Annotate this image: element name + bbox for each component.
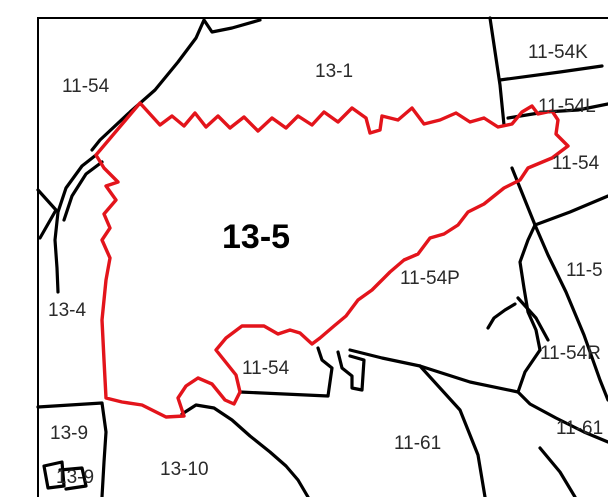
label-11-54-center: 11-54 (242, 358, 290, 379)
label-13-9-southwest: 13-9 (56, 467, 94, 488)
label-11-54r: 11-54R (540, 343, 601, 364)
boundary-11-54p-notch (516, 296, 550, 342)
boundary-ne-k (498, 64, 604, 82)
boundary-se-lower (538, 446, 577, 497)
boundary-southwest-13-9-box (42, 460, 66, 490)
boundary-southwest-13-9-box2 (58, 466, 88, 491)
label-13-10: 13-10 (160, 459, 209, 480)
label-11-54p: 11-54P (400, 268, 460, 289)
label-11-61-east: 11-61 (556, 418, 603, 439)
label-11-54k: 11-54K (528, 42, 588, 63)
boundary-west-road-inner (62, 160, 104, 222)
label-13-1: 13-1 (315, 61, 353, 82)
label-11-54-nw: 11-54 (62, 76, 110, 97)
label-13-9: 13-9 (50, 423, 88, 444)
boundary-west-stub (36, 188, 58, 240)
map-frame-border (37, 17, 608, 497)
boundary-south-road (348, 348, 520, 394)
boundary-ne-l (506, 102, 608, 120)
label-13-4: 13-4 (48, 300, 86, 321)
boundary-south-coast (180, 403, 310, 497)
boundary-west-road (53, 153, 98, 294)
parcel-boundaries (36, 16, 608, 497)
label-13-5-highlighted: 13-5 (222, 218, 290, 256)
boundary-east-inner (518, 223, 542, 352)
parcel-13-5-outline[interactable] (94, 101, 570, 419)
boundary-se (516, 348, 608, 444)
boundary-north-divider (488, 16, 506, 127)
label-11-54-east: 11-54 (552, 153, 600, 174)
label-11-61: 11-61 (394, 433, 441, 454)
boundary-center-box (336, 350, 366, 392)
label-11-5x: 11-5 (566, 260, 603, 281)
boundary-south-coast-east (418, 364, 487, 497)
boundary-east-diagonal (533, 223, 608, 402)
boundary-southwest-13-9 (36, 401, 108, 497)
boundary-east-block (510, 166, 608, 227)
boundary-center-inlet (238, 346, 334, 398)
parcel-labels: 11-54 13-1 11-54K 11-54L 11-54 11-5 13-5… (48, 42, 603, 488)
boundary-north-curve (90, 18, 262, 152)
label-11-54l: 11-54L (538, 96, 596, 117)
boundary-11-54p-thick (486, 302, 517, 330)
